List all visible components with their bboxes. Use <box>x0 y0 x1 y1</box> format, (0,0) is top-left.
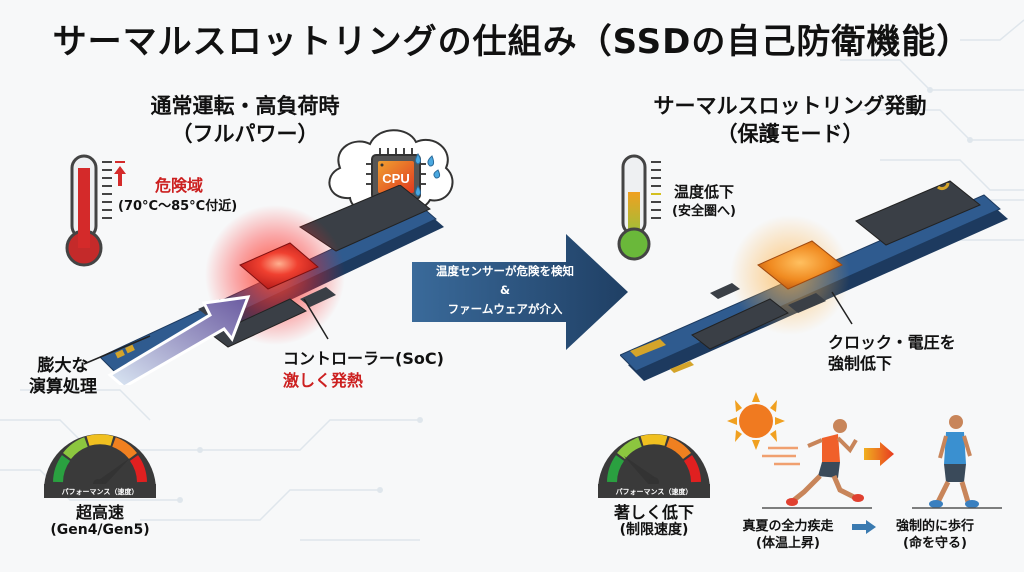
controller-pointer-line <box>303 298 329 340</box>
workload-label-line1: 膨大な <box>37 356 89 376</box>
cpu-chip-label: CPU <box>382 171 409 186</box>
thought-bubble: CPU <box>327 129 454 235</box>
page-title: サーマルスロットリングの仕組み（SSDの自己防衛機能） <box>52 22 972 62</box>
analogy-before-line2: (体温上昇) <box>756 536 820 551</box>
left-heading-sub: （フルパワー） <box>171 122 319 146</box>
throttle-pointer-line <box>831 291 853 325</box>
controller-status: 激しく発熱 <box>283 371 364 390</box>
workload-label: 膨大な 演算処理 <box>28 356 98 398</box>
workload-arrow-icon <box>107 295 251 385</box>
analogy-small-arrow-icon <box>852 520 876 534</box>
thermometer-cooling-icon <box>617 154 661 261</box>
transition-arrow-icon <box>412 234 628 350</box>
gauge-value-label: 著しく低下 <box>613 503 694 522</box>
temp-drop-label: 温度低下 <box>674 183 735 201</box>
right-heading: サーマルスロットリング発動 （保護モード） <box>600 92 980 148</box>
runner-analogy-illustration <box>727 392 1002 509</box>
throttle-label-line2: 強制低下 <box>828 354 893 373</box>
performance-gauge-high: パフォーマンス（速度） <box>44 434 156 498</box>
transition-arrow-text: 温度センサーが危険を検知 & ファームウェアが介入 <box>410 262 600 319</box>
gauge-value-sub: (制限速度) <box>619 522 689 538</box>
analogy-after-line1: 強制的に歩行 <box>895 519 974 534</box>
danger-zone-label: 危険域 <box>155 176 204 195</box>
analogy-before-line1: 真夏の全力疾走 <box>742 519 834 534</box>
danger-zone-range: (70°C〜85°C付近) <box>118 199 238 214</box>
gauge-value-label: 超高速 <box>75 503 124 522</box>
left-heading: 通常運転・高負荷時 （フルパワー） <box>110 92 380 148</box>
thermometer-hot-icon <box>65 154 112 267</box>
temp-drop-sub: (安全圏へ) <box>672 204 736 219</box>
walker-icon <box>929 415 979 508</box>
right-heading-sub: （保護モード） <box>716 122 864 146</box>
left-heading-main: 通常運転・高負荷時 <box>150 94 340 118</box>
gauge-caption: パフォーマンス（速度） <box>616 487 693 496</box>
analogy-before-label: 真夏の全力疾走 (体温上昇) <box>728 518 848 552</box>
performance-gauge-low: パフォーマンス（速度） <box>598 434 710 498</box>
analogy-after-label: 強制的に歩行 (命を守る) <box>880 518 990 552</box>
throttle-label: クロック・電圧を 強制低下 <box>828 332 956 374</box>
controller-label: コントローラー(SoC) <box>283 349 444 368</box>
gauge-caption: パフォーマンス（速度） <box>62 487 139 496</box>
gauge-value-sub: (Gen4/Gen5) <box>50 522 150 538</box>
ssd-board-throttled <box>620 180 1008 381</box>
analogy-after-line2: (命を守る) <box>903 536 967 551</box>
transition-line3: ファームウェアが介入 <box>447 302 563 316</box>
workload-pointer-line <box>83 335 151 365</box>
transition-line2: & <box>499 283 511 297</box>
sun-icon <box>727 392 785 450</box>
workload-label-line2: 演算処理 <box>29 377 97 397</box>
transition-line1: 温度センサーが危険を検知 <box>436 264 574 278</box>
rising-arrow-icon <box>114 161 126 186</box>
throttle-label-line1: クロック・電圧を <box>828 333 956 352</box>
runner-icon <box>786 419 864 506</box>
analogy-arrow-icon <box>864 442 894 466</box>
right-heading-main: サーマルスロットリング発動 <box>653 94 927 118</box>
